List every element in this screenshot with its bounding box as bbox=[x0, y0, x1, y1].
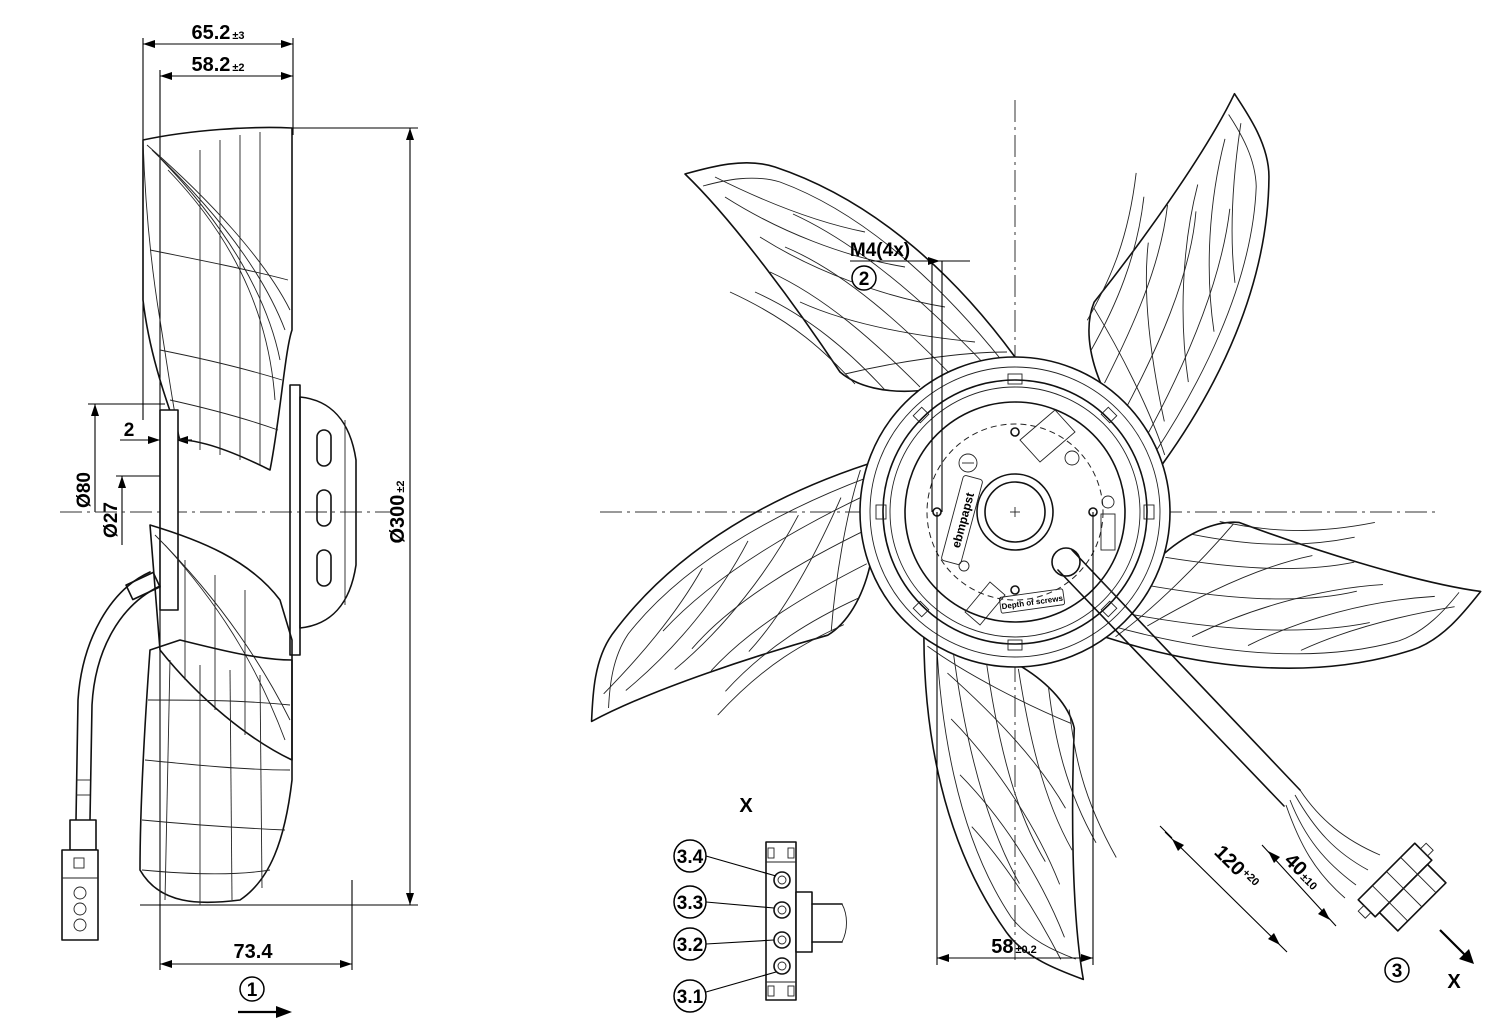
cable-marker: 3 bbox=[1392, 961, 1403, 982]
dim-offset: 2 bbox=[124, 420, 135, 441]
cable-gland bbox=[1051, 547, 1081, 577]
detail-title: X bbox=[739, 795, 753, 817]
dim-total: 73.4 bbox=[234, 941, 274, 963]
airflow-arrow-icon bbox=[276, 1006, 292, 1018]
detail-x: X 3.4 3.3 3.2 3.1 bbox=[673, 795, 847, 1013]
pin-label-3-1: 3.1 bbox=[677, 987, 704, 1008]
dim-hub-d80: Ø80 bbox=[74, 472, 95, 508]
pin-label-3-3: 3.3 bbox=[677, 893, 703, 914]
dim-blade-depth: 58.2±2 bbox=[191, 54, 244, 76]
airflow-marker: 1 bbox=[247, 980, 258, 1001]
side-view: 65.2±3 58.2±2 Ø300±2 Ø80 Ø27 2 bbox=[60, 22, 418, 1018]
pin-label-3-4: 3.4 bbox=[677, 847, 704, 868]
detail-connector bbox=[765, 841, 797, 1001]
mount-hole-top bbox=[1010, 427, 1020, 437]
ground-icon bbox=[958, 453, 978, 473]
dim-hub-d27: Ø27 bbox=[101, 502, 122, 538]
front-view: ebmpapst Depth of screws bbox=[580, 89, 1489, 993]
pin-label-3-2: 3.2 bbox=[677, 935, 703, 956]
thread-label: M4(4x) bbox=[850, 240, 910, 261]
airflow-badge bbox=[239, 976, 265, 1002]
view-arrow-icon bbox=[1459, 949, 1474, 964]
dim-overall-depth: 65.2±3 bbox=[191, 22, 244, 44]
dim-cable-length: 120+20 bbox=[1210, 841, 1263, 894]
thread-marker: 2 bbox=[859, 269, 870, 290]
mount-hole-bottom bbox=[1010, 585, 1020, 595]
cable-badge bbox=[1384, 957, 1410, 983]
shaft-bore bbox=[976, 473, 1054, 551]
front-connector bbox=[1357, 842, 1447, 932]
dim-diameter: Ø300±2 bbox=[387, 480, 409, 543]
dim-hole-spacing: 58±0.2 bbox=[991, 936, 1037, 958]
view-direction: X bbox=[1447, 971, 1461, 993]
thread-badge bbox=[851, 265, 877, 291]
